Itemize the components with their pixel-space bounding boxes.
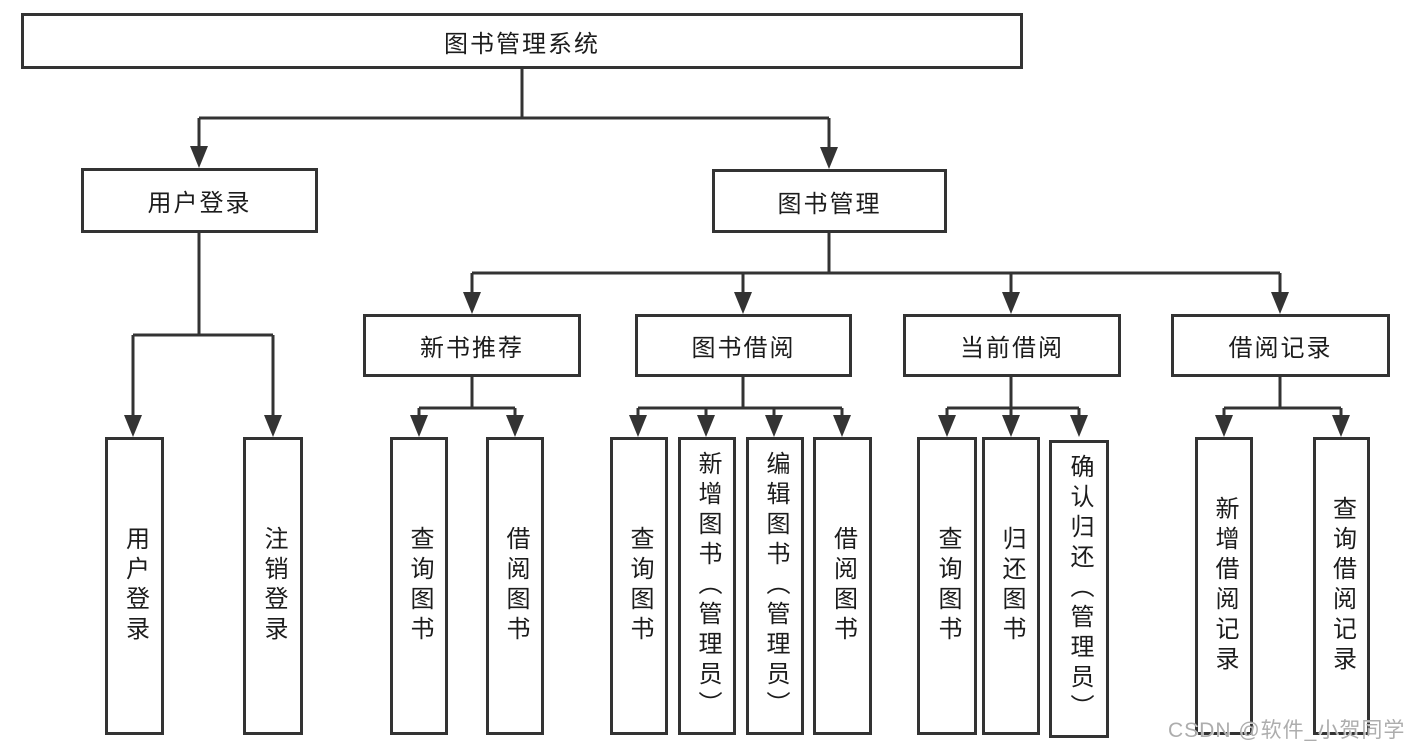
leaf-add-borrow-record: 新增借阅记录 xyxy=(1195,437,1253,735)
node-library-system-label: 图书管理系统 xyxy=(444,30,600,58)
leaf-query-borrow-record-label: 查询借阅记录 xyxy=(1328,496,1356,676)
leaf-user-login-label: 用户登录 xyxy=(121,526,149,646)
leaf-borrow-books-recommend-label: 借阅图书 xyxy=(502,526,529,646)
leaf-query-books-current-label: 查询图书 xyxy=(934,526,961,646)
leaf-edit-books-admin: 编辑图书（管理员） xyxy=(746,437,804,735)
arrowheads xyxy=(124,146,1350,437)
node-new-book-recommend: 新书推荐 xyxy=(363,314,581,377)
node-borrow-records-label: 借阅记录 xyxy=(1228,335,1333,362)
node-book-borrowing-label: 图书借阅 xyxy=(691,335,796,362)
leaf-borrow-books-borrowing-label: 借阅图书 xyxy=(829,526,857,646)
node-current-borrowing: 当前借阅 xyxy=(903,314,1121,377)
leaf-borrow-books-recommend: 借阅图书 xyxy=(486,437,544,735)
leaf-add-books-admin-label: 新增图书（管理员） xyxy=(694,451,721,721)
leaf-logout-label: 注销登录 xyxy=(260,526,287,646)
node-borrow-records: 借阅记录 xyxy=(1171,314,1390,377)
leaf-add-borrow-record-label: 新增借阅记录 xyxy=(1211,496,1238,676)
csdn-watermark: CSDN @软件_小贺同学 xyxy=(1168,719,1405,742)
leaf-query-books-borrowing-label: 查询图书 xyxy=(626,526,653,646)
leaf-return-books: 归还图书 xyxy=(982,437,1040,735)
leaf-confirm-return-admin: 确认归还（管理员） xyxy=(1049,440,1109,738)
leaf-edit-books-admin-label: 编辑图书（管理员） xyxy=(762,451,789,721)
node-new-book-recommend-label: 新书推荐 xyxy=(420,335,524,362)
leaf-query-books-recommend: 查询图书 xyxy=(390,437,448,735)
node-current-borrowing-label: 当前借阅 xyxy=(960,335,1064,362)
leaf-return-books-label: 归还图书 xyxy=(998,526,1025,646)
node-book-management-label: 图书管理 xyxy=(777,190,882,218)
leaf-query-books-borrowing: 查询图书 xyxy=(610,437,668,735)
leaf-query-borrow-record: 查询借阅记录 xyxy=(1313,437,1370,735)
leaf-borrow-books-borrowing: 借阅图书 xyxy=(813,437,872,735)
leaf-add-books-admin: 新增图书（管理员） xyxy=(678,437,736,735)
leaf-user-login: 用户登录 xyxy=(105,437,164,735)
node-library-system: 图书管理系统 xyxy=(21,13,1023,69)
node-book-management: 图书管理 xyxy=(712,169,947,233)
leaf-logout: 注销登录 xyxy=(243,437,303,735)
leaf-confirm-return-admin-label: 确认归还（管理员） xyxy=(1066,454,1093,724)
node-user-login-label: 用户登录 xyxy=(147,190,252,217)
leaf-query-books-current: 查询图书 xyxy=(917,437,977,735)
leaf-query-books-recommend-label: 查询图书 xyxy=(406,526,433,646)
node-user-login: 用户登录 xyxy=(81,168,318,233)
node-book-borrowing: 图书借阅 xyxy=(635,314,852,377)
